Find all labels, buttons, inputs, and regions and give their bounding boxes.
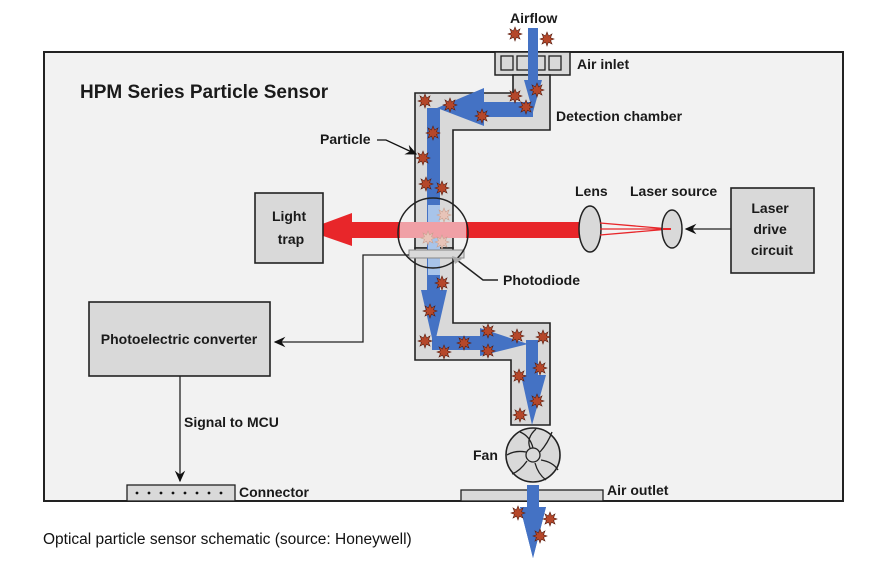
particle (532, 360, 548, 376)
photodiode-leader (456, 259, 498, 281)
airflow-arrow-left (437, 88, 533, 126)
laser-source (661, 209, 683, 249)
particle (509, 328, 525, 344)
signal-to-mcu-label: Signal to MCU (184, 414, 279, 430)
laser-rays (599, 222, 671, 236)
fan (505, 427, 561, 483)
airflow-label: Airflow (510, 10, 558, 26)
lens (578, 205, 602, 253)
diagram-title: HPM Series Particle Sensor (80, 82, 329, 103)
particle (456, 335, 472, 351)
connector (126, 484, 236, 502)
particle (417, 93, 433, 109)
light-trap-label-1: Light (272, 208, 307, 224)
laser-drive-circuit-label-3: circuit (751, 242, 793, 258)
photoelectric-converter (88, 301, 271, 377)
particle (417, 333, 433, 349)
fan-label: Fan (473, 447, 498, 463)
particle-faint (420, 230, 436, 246)
particle (511, 368, 527, 384)
particle-faint (436, 207, 452, 223)
laser-drive-circuit (730, 187, 815, 274)
particle (532, 528, 548, 544)
laser-beam-scatter-zone (400, 222, 466, 238)
connector-label: Connector (239, 484, 310, 500)
particle (415, 150, 431, 166)
air-outlet-label: Air outlet (607, 482, 669, 498)
particle (507, 88, 523, 104)
particle (418, 176, 434, 192)
detection-zone-circle (397, 197, 469, 269)
photoelectric-converter-label: Photoelectric converter (101, 331, 258, 347)
particle-label: Particle (320, 131, 371, 147)
lens-label: Lens (575, 183, 608, 199)
detection-chamber-label: Detection chamber (556, 108, 683, 124)
particle (535, 329, 551, 345)
particle (529, 82, 545, 98)
svg-text:Light trap: Light trap (272, 208, 310, 247)
particle (529, 393, 545, 409)
particle (539, 31, 555, 47)
particle (436, 344, 452, 360)
particle (512, 407, 528, 423)
laser-drive-circuit-label-1: Laser (751, 200, 789, 216)
particle (542, 511, 558, 527)
airflow-arrow-to-fan (521, 340, 546, 425)
particle (442, 97, 458, 113)
particle (474, 108, 490, 124)
particle (480, 323, 496, 339)
photodiode (408, 249, 465, 259)
particle (518, 99, 534, 115)
airflow-arrow-right (432, 328, 528, 356)
particle (425, 125, 441, 141)
svg-text:Laser drive circuit: Laser drive circuit (751, 200, 793, 258)
light-trap-label-2: trap (278, 231, 304, 247)
photodiode-to-converter-line (273, 254, 409, 348)
photodiode-label: Photodiode (503, 272, 580, 288)
particle-pointer (377, 139, 418, 155)
light-trap (254, 192, 324, 264)
particle (480, 343, 496, 359)
particle (507, 26, 523, 42)
laser-drive-circuit-label-2: drive (753, 221, 787, 237)
particle-faint (434, 234, 450, 250)
particle (422, 303, 438, 319)
particle (434, 180, 450, 196)
air-inlet-label: Air inlet (577, 56, 629, 72)
particle (434, 275, 450, 291)
particle (510, 505, 526, 521)
figure-caption: Optical particle sensor schematic (sourc… (43, 531, 412, 548)
laser-source-label: Laser source (630, 183, 717, 199)
